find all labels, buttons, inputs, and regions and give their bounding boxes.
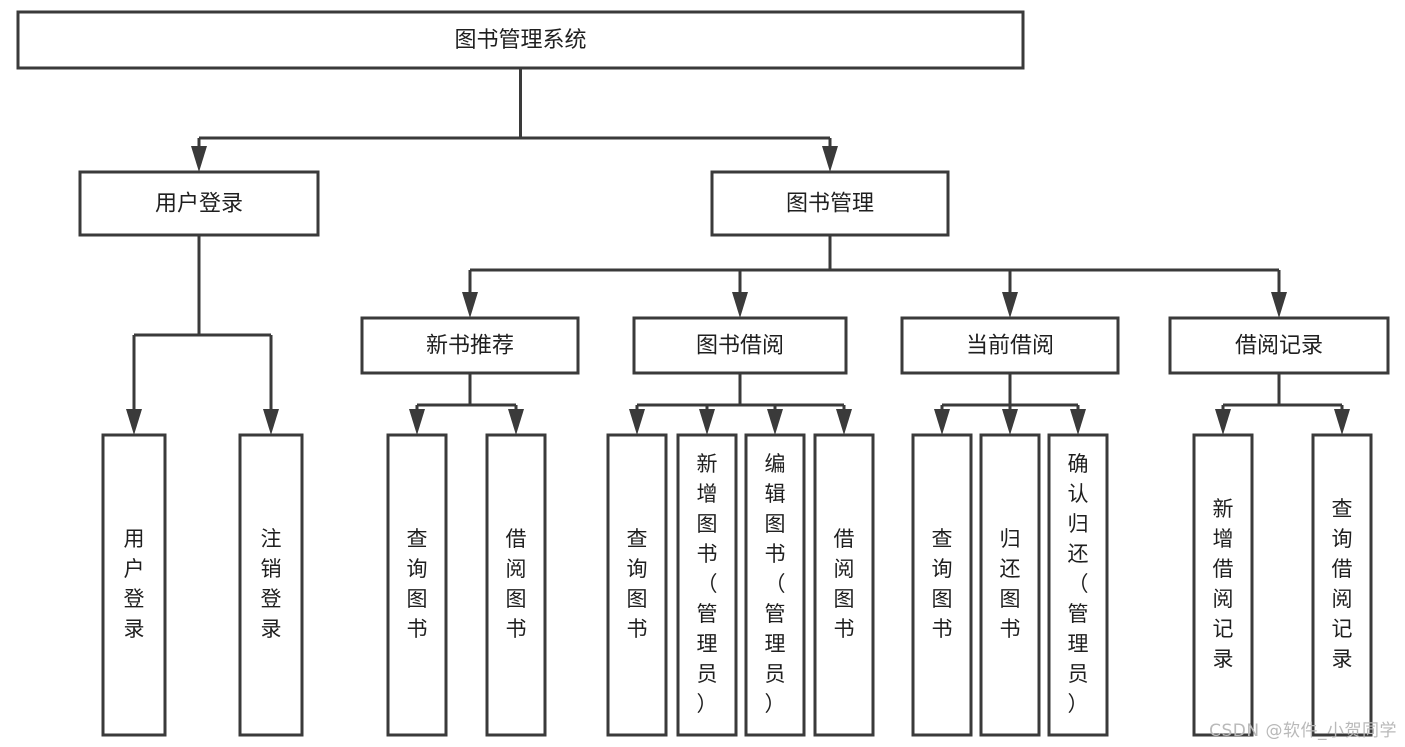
- node-box[interactable]: [238, 433, 304, 737]
- node-label: 编辑图书（管理员）: [765, 452, 786, 716]
- edge-group-bookmgmt: [462, 235, 1287, 318]
- arrow-head-icon: [732, 292, 748, 318]
- node-label: 查询图书: [627, 527, 648, 641]
- node-label: 新增借阅记录: [1213, 497, 1234, 671]
- node-leaf-cur-3[interactable]: 确认归还（管理员）: [1047, 433, 1109, 737]
- node-label: 确认归还（管理员）: [1068, 452, 1089, 716]
- node-root[interactable]: 图书管理系统: [16, 10, 1025, 70]
- node-label: 查询图书: [932, 527, 953, 641]
- node-box[interactable]: [710, 170, 950, 237]
- node-box[interactable]: [386, 433, 448, 737]
- node-label: 新书推荐: [426, 334, 514, 359]
- node-newbook[interactable]: 新书推荐: [360, 316, 580, 375]
- node-label: 当前借阅: [966, 334, 1054, 359]
- node-layer: 图书管理系统用户登录图书管理新书推荐图书借阅当前借阅借阅记录用户登录注销登录查询…: [16, 10, 1390, 737]
- node-leaf-login-1[interactable]: 用户登录: [101, 433, 167, 737]
- arrow-head-icon: [1215, 409, 1231, 435]
- node-leaf-borrow-2[interactable]: 新增图书（管理员）: [676, 433, 738, 737]
- arrow-head-icon: [934, 409, 950, 435]
- node-leaf-rec-2[interactable]: 查询借阅记录: [1311, 433, 1373, 737]
- node-label: 图书借阅: [696, 334, 784, 359]
- node-box[interactable]: [606, 433, 668, 737]
- node-box[interactable]: [911, 433, 973, 737]
- node-leaf-rec-1[interactable]: 新增借阅记录: [1192, 433, 1254, 737]
- node-borrow[interactable]: 图书借阅: [632, 316, 848, 375]
- node-current[interactable]: 当前借阅: [900, 316, 1120, 375]
- node-box[interactable]: [676, 433, 738, 737]
- node-box[interactable]: [1192, 433, 1254, 737]
- edge-group-root: [191, 68, 838, 172]
- arrow-head-icon: [191, 146, 207, 172]
- node-label: 查询图书: [407, 527, 428, 641]
- arrow-head-icon: [699, 409, 715, 435]
- node-label: 图书管理: [786, 192, 874, 217]
- edge-group-login: [126, 235, 279, 435]
- node-label: 用户登录: [155, 192, 243, 217]
- node-label: 借阅图书: [834, 527, 855, 641]
- arrow-head-icon: [126, 409, 142, 435]
- arrow-head-icon: [767, 409, 783, 435]
- node-box[interactable]: [979, 433, 1041, 737]
- node-leaf-new-2[interactable]: 借阅图书: [485, 433, 547, 737]
- node-label: 图书管理系统: [454, 28, 586, 53]
- node-records[interactable]: 借阅记录: [1168, 316, 1390, 375]
- node-box[interactable]: [16, 10, 1025, 70]
- node-leaf-borrow-1[interactable]: 查询图书: [606, 433, 668, 737]
- node-box[interactable]: [78, 170, 320, 237]
- node-box[interactable]: [485, 433, 547, 737]
- node-label: 借阅记录: [1235, 334, 1323, 359]
- arrow-head-icon: [508, 409, 524, 435]
- edge-group-newbook: [409, 373, 524, 435]
- node-box[interactable]: [813, 433, 875, 737]
- node-leaf-borrow-4[interactable]: 借阅图书: [813, 433, 875, 737]
- edge-group-borrow: [629, 373, 852, 435]
- node-label: 查询借阅记录: [1332, 497, 1353, 671]
- node-box[interactable]: [1047, 433, 1109, 737]
- arrow-head-icon: [1070, 409, 1086, 435]
- edge-layer: [126, 68, 1350, 435]
- arrow-head-icon: [836, 409, 852, 435]
- node-bookmgmt[interactable]: 图书管理: [710, 170, 950, 237]
- watermark-label: CSDN @软件_小贺同学: [1209, 721, 1397, 741]
- node-leaf-cur-2[interactable]: 归还图书: [979, 433, 1041, 737]
- node-label: 归还图书: [1000, 527, 1021, 641]
- node-box[interactable]: [101, 433, 167, 737]
- node-leaf-borrow-3[interactable]: 编辑图书（管理员）: [744, 433, 806, 737]
- edge-group-current: [934, 373, 1086, 435]
- node-box[interactable]: [744, 433, 806, 737]
- node-box[interactable]: [360, 316, 580, 375]
- arrow-head-icon: [1334, 409, 1350, 435]
- arrow-head-icon: [263, 409, 279, 435]
- arrow-head-icon: [1002, 409, 1018, 435]
- node-box[interactable]: [632, 316, 848, 375]
- node-leaf-new-1[interactable]: 查询图书: [386, 433, 448, 737]
- edge-group-records: [1215, 373, 1350, 435]
- node-label: 新增图书（管理员）: [697, 452, 718, 716]
- arrow-head-icon: [629, 409, 645, 435]
- arrow-head-icon: [462, 292, 478, 318]
- node-box[interactable]: [900, 316, 1120, 375]
- arrow-head-icon: [409, 409, 425, 435]
- node-label: 用户登录: [124, 527, 145, 641]
- node-login[interactable]: 用户登录: [78, 170, 320, 237]
- node-box[interactable]: [1311, 433, 1373, 737]
- arrow-head-icon: [1002, 292, 1018, 318]
- arrow-head-icon: [822, 146, 838, 172]
- node-label: 借阅图书: [506, 527, 527, 641]
- arrow-head-icon: [1271, 292, 1287, 318]
- node-label: 注销登录: [261, 527, 282, 641]
- node-box[interactable]: [1168, 316, 1390, 375]
- node-leaf-login-2[interactable]: 注销登录: [238, 433, 304, 737]
- node-leaf-cur-1[interactable]: 查询图书: [911, 433, 973, 737]
